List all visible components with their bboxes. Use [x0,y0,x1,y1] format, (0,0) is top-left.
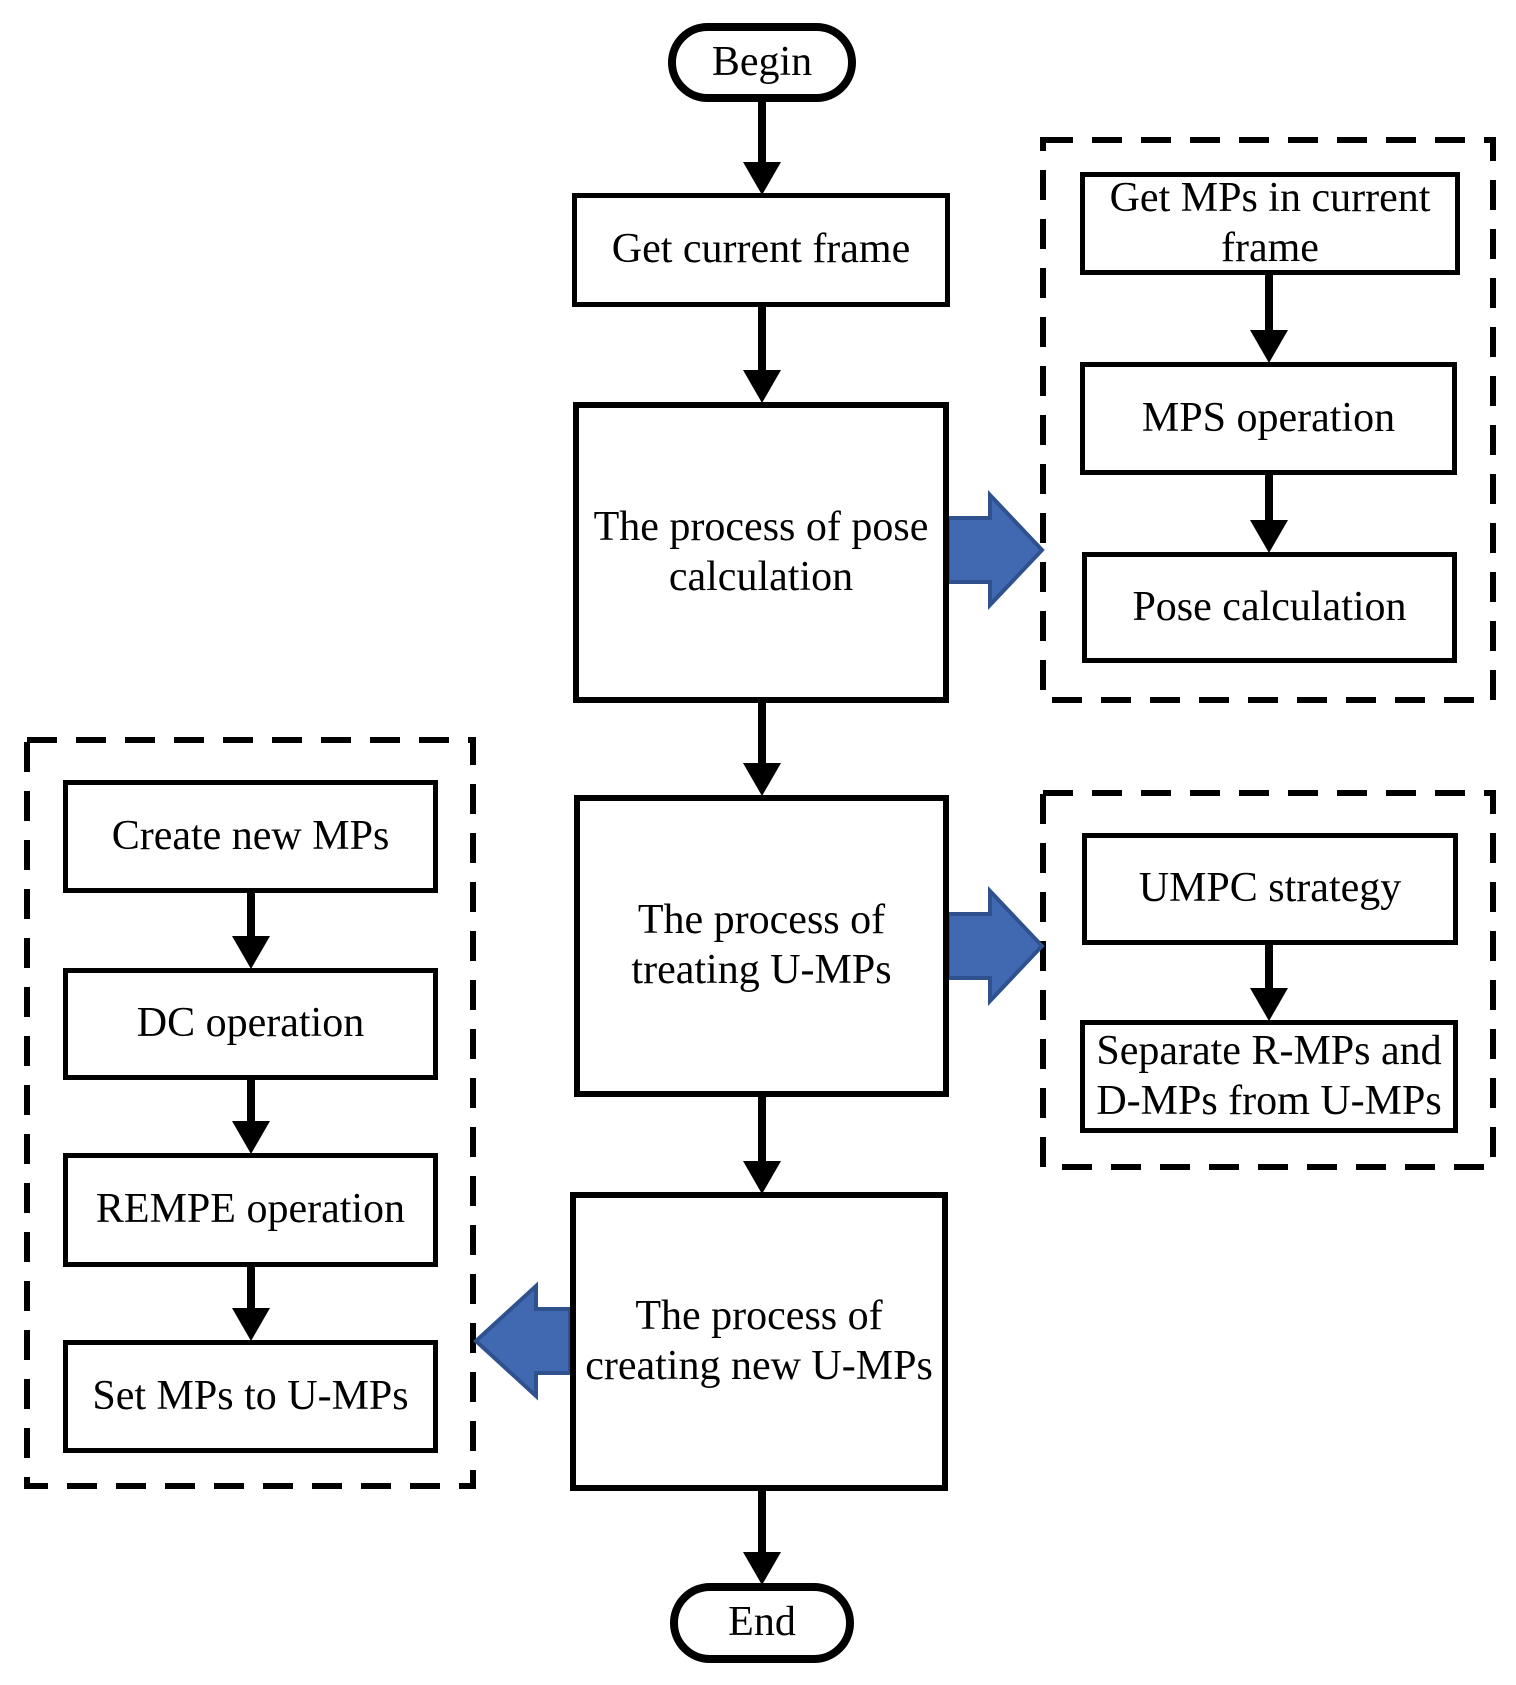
arrowhead [743,763,781,796]
terminator-begin: Begin [668,23,856,102]
block-arrow-create-detail [473,1281,572,1401]
treat-detail-group-outline [1040,790,1496,1170]
block-arrows [473,489,1045,1401]
arrowhead [743,162,781,195]
dashed-group-outlines [24,137,1496,1489]
detail-box-dc-operation: DC operation [63,968,438,1080]
detail-box-separate-mps: Separate R-MPs and D-MPs from U-MPs [1080,1020,1458,1133]
arrowhead [232,936,270,969]
create-detail-group-outline [24,737,476,1489]
arrowhead [1250,330,1288,363]
detail-box-get-mps: Get MPs in current frame [1080,172,1460,275]
terminator-end: End [670,1583,854,1663]
detail-box-mps-operation: MPS operation [1080,362,1457,475]
flow-arrows [232,100,1288,1585]
detail-box-pose-calculation: Pose calculation [1082,552,1457,663]
detail-box-create-new-mps: Create new MPs [63,780,438,893]
block-arrow-treat-detail [946,885,1045,1007]
arrowhead [1250,520,1288,553]
flow-box-get-current-frame: Get current frame [572,193,950,307]
arrowhead [232,1308,270,1341]
arrowhead [743,1552,781,1585]
arrowhead [743,370,781,403]
detail-box-umpc-strategy: UMPC strategy [1082,833,1458,945]
flow-box-treat-process: The process of treating U-MPs [574,795,949,1097]
block-arrow-pose-detail [946,489,1045,611]
arrowhead [232,1121,270,1154]
detail-box-rempe-operation: REMPE operation [63,1153,438,1267]
pose-detail-group-outline [1040,137,1496,703]
arrowhead [1250,988,1288,1021]
detail-box-set-mps-to-umps: Set MPs to U-MPs [63,1340,438,1453]
arrowhead [743,1161,781,1194]
flow-box-create-process: The process of creating new U-MPs [570,1192,948,1491]
flow-box-pose-process: The process of pose calculation [573,402,949,703]
